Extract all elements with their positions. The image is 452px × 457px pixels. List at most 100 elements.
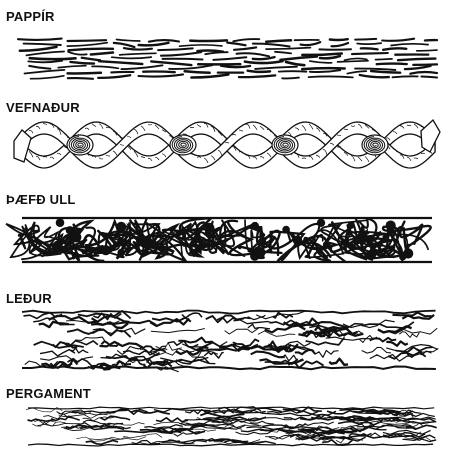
weft-thread-section	[170, 135, 196, 155]
fiber-knot	[347, 222, 354, 229]
parchment-fiber	[267, 411, 301, 414]
paper-fiber	[163, 59, 203, 60]
paper-fiber-illustration	[18, 39, 437, 79]
fiber-knot	[257, 238, 266, 247]
fiber-knot	[71, 232, 81, 242]
paper-fiber	[114, 43, 135, 47]
paper-fiber	[301, 42, 321, 45]
paper-fiber	[361, 48, 378, 49]
woven-fabric-illustration	[14, 120, 440, 168]
collagen-fiber	[386, 341, 407, 345]
weft-thread-section	[362, 135, 388, 155]
paper-fiber	[30, 58, 76, 59]
paper-fiber	[124, 48, 152, 49]
fiber-knot	[323, 241, 331, 249]
paper-fiber	[245, 61, 283, 63]
paper-fiber	[120, 53, 156, 55]
paper-fiber	[383, 48, 406, 49]
paper-fiber	[393, 76, 418, 77]
paper-fiber	[255, 67, 297, 69]
fiber-knot	[251, 222, 259, 230]
collagen-fiber	[329, 359, 348, 365]
paper-fiber	[355, 39, 376, 40]
paper-fiber	[31, 76, 64, 79]
paper-fiber	[25, 70, 65, 74]
paper-fiber	[355, 69, 395, 70]
paper-fiber	[20, 47, 57, 51]
paper-fiber	[281, 57, 318, 60]
collagen-fiber	[225, 328, 259, 334]
paper-fiber	[24, 44, 61, 45]
fiber-knot	[52, 242, 61, 251]
paper-fiber	[248, 71, 270, 72]
paper-fiber	[112, 57, 152, 58]
paper-fiber	[227, 43, 245, 46]
paper-fiber	[143, 72, 175, 73]
leather-edge-bottom	[22, 367, 436, 370]
collagen-fiber	[217, 317, 251, 322]
parchment-fiber	[200, 413, 244, 417]
parchment-fiber-illustration	[26, 407, 437, 446]
paper-fiber	[121, 65, 162, 69]
paper-fiber	[68, 78, 93, 79]
paper-fiber	[92, 66, 118, 68]
fiber-knot	[56, 218, 65, 227]
fiber-knot	[66, 226, 74, 234]
paper-fiber	[360, 75, 389, 77]
paper-fiber	[205, 52, 227, 54]
paper-fiber	[347, 71, 366, 74]
paper-fiber	[357, 43, 381, 44]
paper-fiber	[239, 75, 275, 77]
fiber-knot	[366, 250, 376, 260]
paper-fiber	[185, 71, 210, 73]
paper-fiber	[190, 40, 227, 41]
paper-fiber	[345, 58, 367, 60]
paper-fiber	[151, 61, 191, 65]
collagen-fiber	[248, 324, 270, 329]
weft-thread-section	[272, 135, 298, 155]
paper-fiber	[320, 56, 340, 58]
paper-fiber	[221, 66, 250, 68]
paper-fiber	[68, 52, 87, 55]
paper-fiber	[286, 62, 304, 65]
paper-fiber	[213, 57, 246, 60]
paper-fiber	[180, 45, 223, 46]
collagen-fiber	[315, 351, 338, 358]
paper-fiber	[302, 68, 345, 69]
paper-fiber	[377, 64, 407, 65]
paper-fiber	[161, 52, 201, 56]
paper-fiber	[68, 49, 113, 51]
fiber-knot	[116, 222, 126, 232]
paper-fiber	[139, 43, 169, 46]
collagen-fiber	[251, 352, 285, 358]
parchment-edge-bottom	[28, 444, 433, 446]
fiber-knot	[317, 219, 325, 227]
paper-fiber	[309, 76, 353, 77]
paper-fiber	[26, 52, 64, 56]
paper-fiber	[139, 74, 184, 76]
fiber-knot	[293, 236, 303, 246]
parchment-fiber	[144, 425, 183, 428]
paper-fiber	[302, 54, 341, 55]
fiber-knot	[140, 237, 150, 247]
leather-edge-top	[22, 311, 436, 314]
paper-fiber	[398, 59, 435, 61]
paper-fiber	[371, 71, 400, 73]
fiber-knot	[399, 253, 406, 260]
paper-fiber	[67, 43, 107, 46]
paper-fiber	[310, 61, 332, 63]
collagen-fiber	[258, 331, 295, 336]
paper-fiber	[68, 73, 101, 74]
paper-fiber	[310, 70, 340, 72]
paper-fiber	[391, 44, 428, 46]
parchment-fiber	[156, 418, 188, 422]
paper-fiber	[68, 40, 107, 41]
parchment-fiber	[123, 434, 162, 438]
paper-fiber	[421, 77, 437, 78]
parchment-fiber	[28, 419, 55, 421]
fiber-knot	[101, 245, 111, 255]
paper-fiber	[332, 43, 349, 46]
paper-fiber	[91, 53, 113, 55]
paper-fiber	[117, 40, 140, 42]
